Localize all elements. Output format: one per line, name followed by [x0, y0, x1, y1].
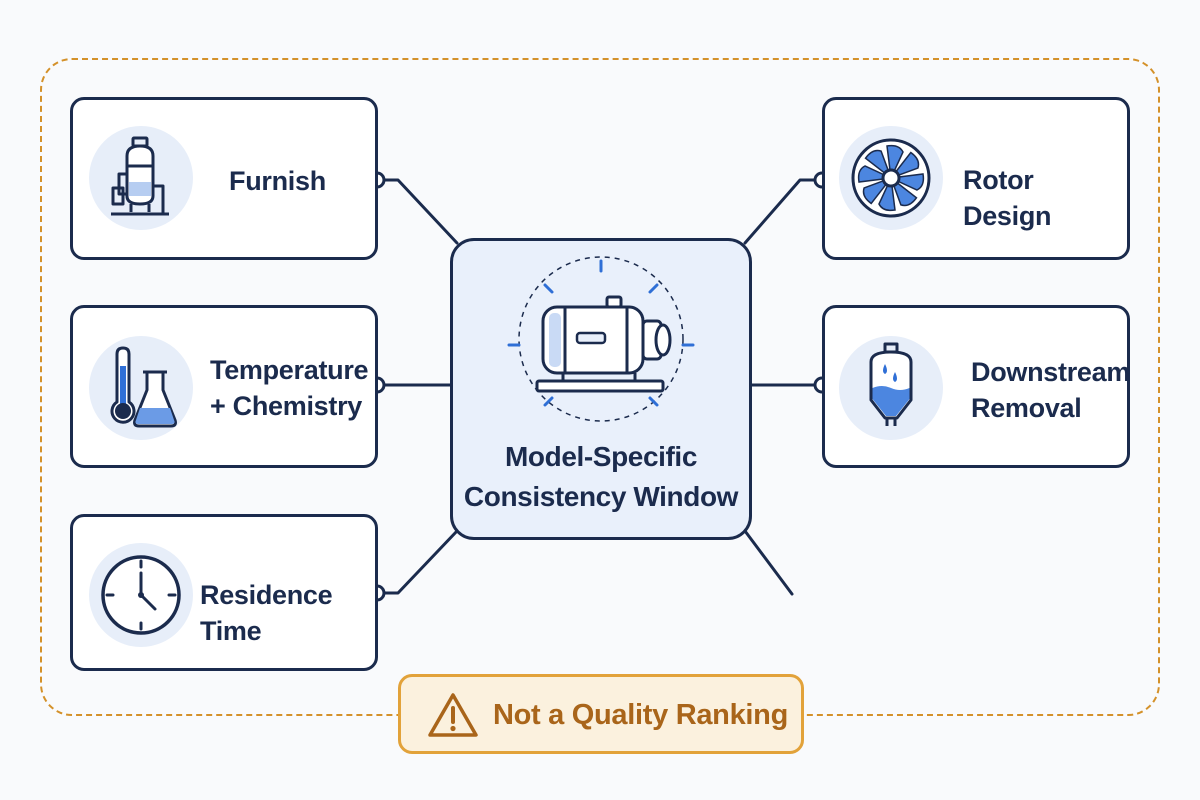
factor-card-temperature-chemistry: Temperature + Chemistry [70, 305, 378, 468]
pulper-tank-icon [89, 126, 193, 230]
factor-label: Downstream Removal [971, 357, 1131, 423]
drain-tank-icon [839, 336, 943, 440]
factor-card-furnish: Furnish [70, 97, 378, 260]
refiner-machine-icon [507, 256, 695, 422]
factor-card-residence-time: Residence Time [70, 514, 378, 671]
center-card: Model-Specific Consistency Window [450, 238, 752, 540]
clock-icon [89, 543, 193, 647]
connector-open-end [743, 529, 794, 596]
warning-icon [428, 693, 478, 737]
connector-rotor-design [743, 178, 824, 245]
factor-label: Temperature + Chemistry [210, 355, 369, 421]
factor-card-rotor-design: Rotor Design [822, 97, 1130, 260]
thermometer-flask-icon [89, 336, 193, 440]
factor-label: Furnish [229, 166, 326, 196]
factor-label: Residence Time [200, 580, 333, 646]
factor-card-downstream-removal: Downstream Removal [822, 305, 1130, 468]
rotor-fan-icon [839, 126, 943, 230]
connector-furnish [375, 178, 459, 245]
center-title: Model-Specific Consistency Window [463, 441, 739, 512]
factor-label: Rotor Design [963, 165, 1052, 231]
connector-residence-time [375, 529, 459, 595]
quality-ranking-badge: Not a Quality Ranking [398, 674, 804, 754]
badge-label: Not a Quality Ranking [493, 699, 789, 731]
